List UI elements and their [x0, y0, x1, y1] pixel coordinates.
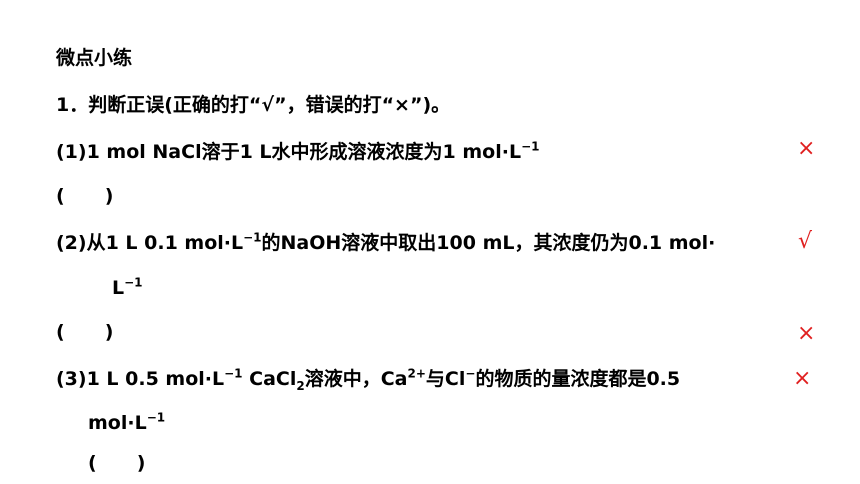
item-2-label: (2) [56, 232, 87, 254]
question-1: 1．判断正误(正确的打“√”，错误的打“×”)。 [56, 93, 450, 117]
item-3-text-d: 与Cl [425, 368, 466, 390]
section-title: 微点小练 [56, 47, 133, 69]
item-2-cont: L−1 [112, 276, 143, 300]
item-3-paren-open: ( [88, 452, 97, 474]
item-2-mark: √ [798, 229, 813, 254]
item-3-sup-c: 2+ [407, 366, 426, 381]
item-2-cont-sup: −1 [124, 275, 143, 290]
item-3-answer: () [88, 451, 145, 475]
item-3-sup-d: − [465, 366, 476, 381]
item-3-sub-b: 2 [296, 378, 305, 393]
item-2-text-b: 的NaOH溶液中取出100 mL，其浓度仍为0.1 mol· [261, 232, 716, 254]
item-1-text: 1 mol NaCl溶于1 L水中形成溶液浓度为1 mol·L [86, 141, 522, 163]
item-1-paren-close: ) [104, 185, 114, 207]
item-3-label: (3) [56, 368, 87, 390]
item-2-sup: −1 [243, 230, 262, 245]
item-3-cont-text: mol·L [88, 412, 147, 434]
item-2-line: (2)从1 L 0.1 mol·L−1的NaOH溶液中取出100 mL，其浓度仍… [56, 231, 715, 255]
item-3-text-a: 1 L 0.5 mol·L [86, 368, 225, 390]
item-1-answer: () [56, 184, 113, 208]
item-2-text-a: 从1 L 0.1 mol·L [86, 232, 244, 254]
item-1-sup: −1 [521, 139, 540, 154]
question-stem: 判断正误(正确的打“√”，错误的打“×”)。 [88, 94, 451, 116]
item-2-cont-text: L [112, 277, 125, 299]
item-2-answer: () [56, 320, 113, 344]
item-1-label: (1) [56, 141, 87, 163]
item-2-paren-close: ) [104, 321, 114, 343]
item-1-paren-open: ( [56, 185, 65, 207]
item-3-cont-sup: −1 [146, 410, 166, 425]
item-3-text-b: CaCl [242, 368, 297, 390]
item-3-cont: mol·L−1 [88, 411, 165, 435]
item-3-mark: × [793, 366, 812, 391]
item-1-mark: × [797, 136, 816, 161]
question-number: 1． [56, 94, 89, 116]
item-3-text-c: 溶液中，Ca [304, 368, 408, 390]
item-3-paren-close: ) [136, 452, 146, 474]
item-1-line: (1)1 mol NaCl溶于1 L水中形成溶液浓度为1 mol·L−1 [56, 140, 539, 164]
item-2-paren-open: ( [56, 321, 65, 343]
item-2-extra-mark: × [797, 321, 816, 346]
item-3-text-e: 的物质的量浓度都是0.5 [475, 368, 681, 390]
item-3-line: (3)1 L 0.5 mol·L−1 CaCl2溶液中，Ca2+与Cl−的物质的… [56, 366, 681, 393]
item-3-sup-a: −1 [224, 366, 243, 381]
